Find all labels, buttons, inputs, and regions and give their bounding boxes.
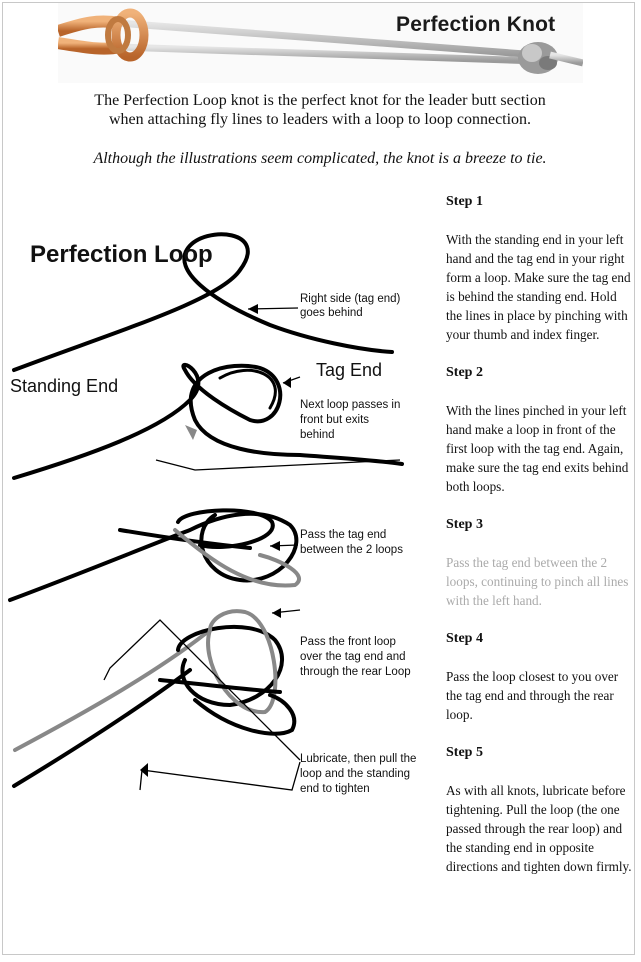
step-heading: Step 5 (446, 745, 483, 760)
step-2: Step 2 With the lines pinched in your le… (446, 363, 632, 496)
label-lubricate-3: end to tighten (300, 783, 370, 795)
label-standing-end: Standing End (10, 376, 118, 396)
step-3: Step 3 Pass the tag end between the 2 lo… (446, 515, 632, 610)
step-text: With the standing end in your left hand … (446, 232, 631, 342)
label-lubricate-2: loop and the standing (300, 768, 410, 780)
step-5: Step 5 As with all knots, lubricate befo… (446, 743, 632, 876)
label-next-loop-3: behind (300, 429, 335, 441)
step-heading: Step 3 (446, 517, 483, 532)
label-front-loop-2: over the tag end and (300, 651, 406, 663)
intro-line-2: when attaching fly lines to leaders with… (108, 111, 532, 128)
label-pass-tag-2: between the 2 loops (300, 544, 403, 556)
step-1: Step 1 With the standing end in your lef… (446, 192, 632, 344)
step-heading: Step 4 (446, 631, 483, 646)
step-heading: Step 2 (446, 365, 483, 380)
steps-column: Step 1 With the standing end in your lef… (446, 186, 632, 895)
step-heading: Step 1 (446, 194, 483, 209)
label-front-loop-1: Pass the front loop (300, 636, 396, 648)
intro-note: Although the illustrations seem complica… (93, 150, 547, 167)
banner-knot-illustration (56, 3, 584, 83)
knot-diagram: Perfection Loop Right side (tag end) goe… (0, 175, 445, 815)
step-text: With the lines pinched in your left hand… (446, 403, 629, 494)
page-frame (2, 2, 635, 955)
diagram-title: Perfection Loop (30, 241, 213, 268)
banner-title: Perfection Knot (396, 13, 556, 36)
step-text: As with all knots, lubricate before tigh… (446, 783, 632, 874)
intro-text: The Perfection Loop knot is the perfect … (20, 91, 620, 129)
banner: Perfection Knot (56, 3, 584, 83)
step-text: Pass the tag end between the 2 loops, co… (446, 555, 629, 608)
label-tag-end: Tag End (316, 360, 382, 380)
label-pass-tag-1: Pass the tag end (300, 529, 386, 541)
label-next-loop-2: front but exits (300, 414, 369, 426)
label-next-loop-1: Next loop passes in (300, 399, 400, 411)
label-right-side-1: Right side (tag end) (300, 293, 401, 305)
knot-steps-illustration: Perfection Loop Right side (tag end) goe… (8, 232, 416, 795)
label-right-side-2: goes behind (300, 307, 363, 319)
step-text: Pass the loop closest to you over the ta… (446, 669, 619, 722)
intro-line-1: The Perfection Loop knot is the perfect … (94, 92, 546, 109)
label-front-loop-3: through the rear Loop (300, 666, 411, 678)
step-4: Step 4 Pass the loop closest to you over… (446, 629, 632, 724)
label-lubricate-1: Lubricate, then pull the (300, 753, 416, 765)
